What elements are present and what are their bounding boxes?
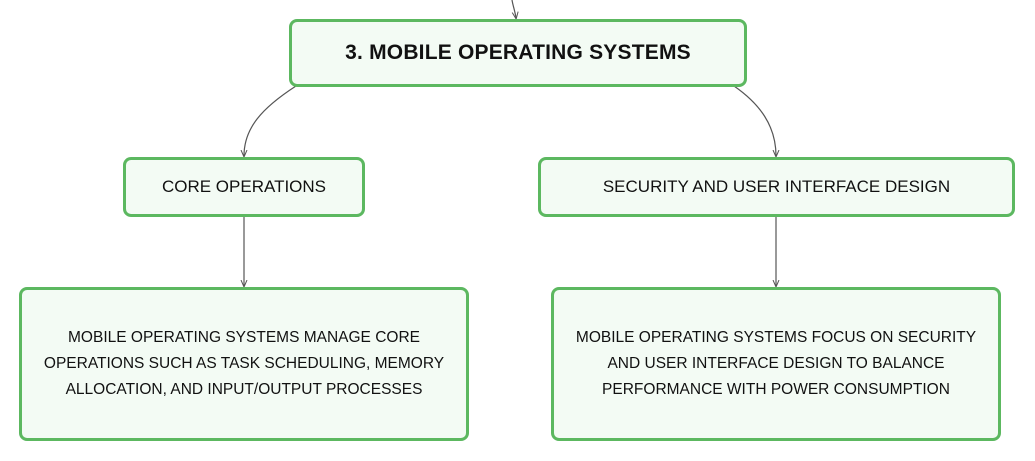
node-security-ui-design-detail-text: MOBILE OPERATING SYSTEMS FOCUS ON SECURI…	[575, 329, 977, 398]
node-security-ui-design[interactable]: SECURITY AND USER INTERFACE DESIGN	[538, 157, 1015, 217]
edge-incoming-root	[511, 0, 516, 18]
edge-root-to-security-ui	[733, 85, 776, 156]
node-core-operations-label: CORE OPERATIONS	[161, 177, 327, 196]
edge-root-to-core-operations	[244, 85, 297, 156]
node-core-operations-detail-text: MOBILE OPERATING SYSTEMS MANAGE CORE OPE…	[43, 329, 445, 398]
root-node-mobile-operating-systems[interactable]: 3. MOBILE OPERATING SYSTEMS	[289, 19, 747, 87]
node-core-operations-detail[interactable]: MOBILE OPERATING SYSTEMS MANAGE CORE OPE…	[19, 287, 469, 441]
node-core-operations[interactable]: CORE OPERATIONS	[123, 157, 365, 217]
node-security-ui-design-label: SECURITY AND USER INTERFACE DESIGN	[602, 177, 951, 196]
node-security-ui-design-detail[interactable]: MOBILE OPERATING SYSTEMS FOCUS ON SECURI…	[551, 287, 1001, 441]
root-node-label: 3. MOBILE OPERATING SYSTEMS	[345, 41, 691, 64]
